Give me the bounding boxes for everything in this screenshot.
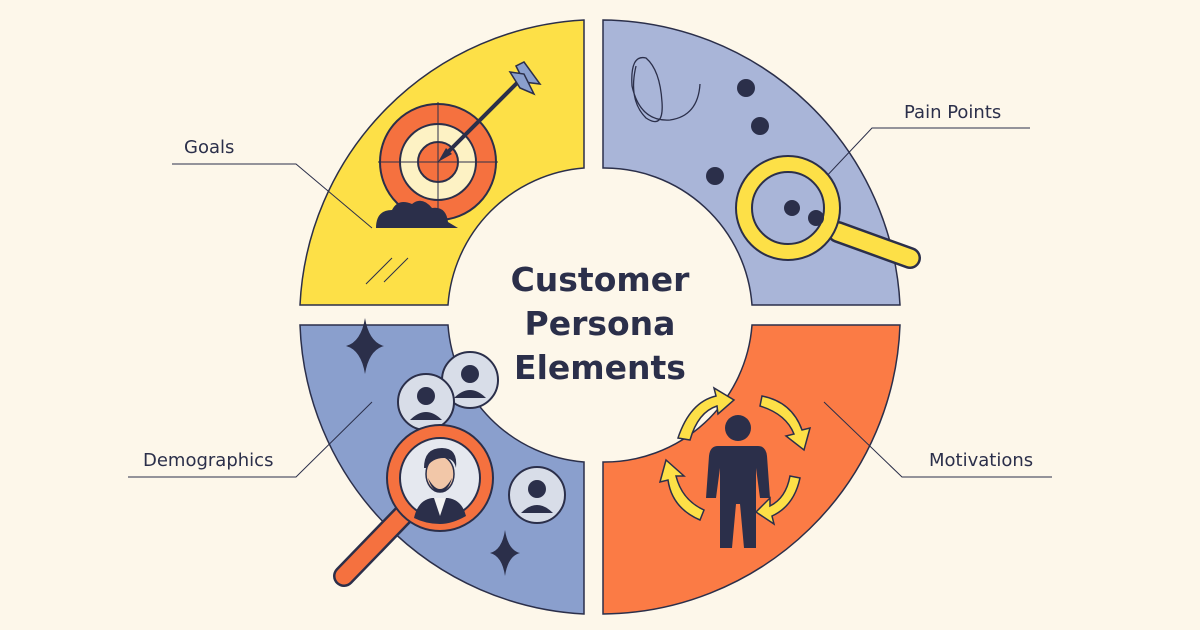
sparkle-icon — [490, 530, 520, 576]
leader-line-goals — [172, 163, 373, 229]
user-avatars-icon — [397, 351, 566, 524]
title-line-2: Persona — [524, 304, 676, 343]
leader-line-motivations — [823, 401, 1052, 478]
label-demographics: Demographics — [143, 450, 274, 471]
diagram-title: Customer Persona Elements — [460, 258, 740, 390]
title-line-1: Customer — [510, 260, 690, 299]
label-pain-points: Pain Points — [904, 102, 1002, 123]
sparkle-icon — [346, 318, 384, 374]
title-line-3: Elements — [514, 348, 686, 387]
avatar-circle — [508, 466, 566, 524]
magnifying-glass-icon — [735, 155, 921, 269]
scribble-doodle — [631, 56, 701, 123]
label-goals: Goals — [184, 137, 235, 158]
leader-line-demographics — [128, 401, 373, 478]
person-with-cycle-arrows-icon — [658, 386, 812, 548]
glint-lines — [365, 257, 409, 285]
target-with-arrow-icon — [376, 61, 542, 228]
person-magnifier-icon — [333, 424, 494, 587]
avatar-circle — [397, 373, 455, 431]
label-motivations: Motivations — [929, 450, 1034, 471]
pain-dots — [706, 79, 769, 185]
